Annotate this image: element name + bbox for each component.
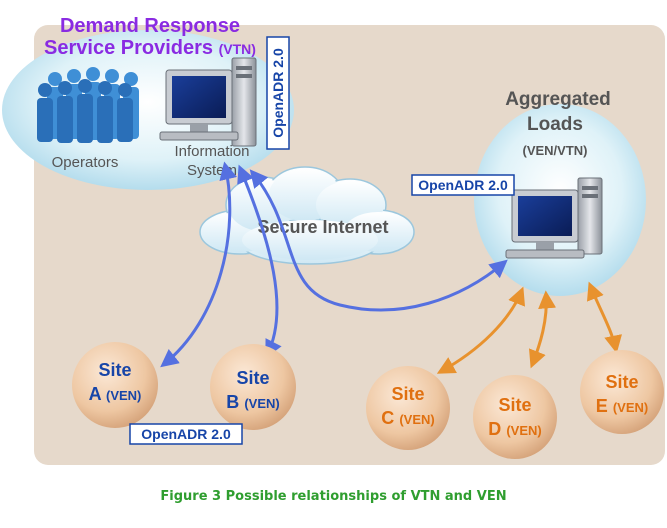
site-a-line2: A (VEN) [89,384,142,404]
site-a-letter: A [89,384,102,404]
site-c: Site C (VEN) [366,366,450,450]
site-d: Site D (VEN) [473,375,557,459]
site-a-tag: (VEN) [106,388,141,403]
sites-openadr-badge: OpenADR 2.0 [129,423,243,445]
site-c-line1: Site [391,384,424,404]
aggregated-computer-icon [505,177,603,259]
site-c-letter: C [381,408,394,428]
site-b-line1: Site [236,368,269,388]
site-d-line2: D (VEN) [488,419,541,439]
aggregated-arrows [436,281,622,374]
site-e-line2: E (VEN) [596,396,648,416]
figure-caption: Figure 3 Possible relationships of VTN a… [160,489,507,504]
site-e: Site E (VEN) [580,350,664,434]
site-b-letter: B [226,392,239,412]
vtn-openadr-badge: OpenADR 2.0 [266,36,290,150]
site-c-line2: C (VEN) [381,408,434,428]
site-d-letter: D [488,419,501,439]
site-d-tag: (VEN) [506,423,541,438]
aggregated-label-line2: Loads [527,114,583,135]
site-d-line1: Site [498,395,531,415]
site-c-tag: (VEN) [399,412,434,427]
aggregated-label-line3: (VEN/VTN) [523,143,588,158]
site-b-line2: B (VEN) [226,392,279,412]
information-system-computer-icon [159,57,257,147]
site-e-letter: E [596,396,608,416]
arrow-aggregated-site-d [528,290,557,369]
vtn-title-line2: Service Providers (VTN) [44,37,256,59]
vtn-openadr-label: OpenADR 2.0 [270,48,286,138]
sites-openadr-label: OpenADR 2.0 [141,426,231,442]
arrow-aggregated-site-e [586,281,622,354]
site-b-tag: (VEN) [244,396,279,411]
aggregated-openadr-badge: OpenADR 2.0 [411,174,515,196]
arrow-vtn-site-a [160,161,238,368]
arrow-aggregated-site-c [436,286,525,374]
operators-label: Operators [52,154,119,171]
site-a-line1: Site [98,360,131,380]
internet-label: Secure Internet [257,217,388,237]
site-b: Site B (VEN) [210,344,296,430]
aggregated-openadr-label: OpenADR 2.0 [418,177,508,193]
site-a: Site A (VEN) [72,342,158,428]
vtn-title-main: Service Providers [44,37,213,59]
aggregated-label-line1: Aggregated [505,89,611,110]
vtn-title-tag: (VTN) [219,41,256,57]
site-e-tag: (VEN) [613,400,648,415]
site-e-line1: Site [605,372,638,392]
vtn-title-line1: Demand Response [60,15,240,37]
information-label-line1: Information [174,143,249,160]
operators-people-icon [37,67,139,143]
information-label-line2: System [187,162,237,179]
